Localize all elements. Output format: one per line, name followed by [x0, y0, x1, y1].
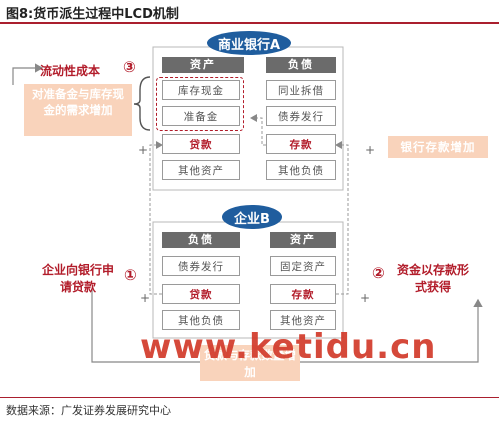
bank-asset-other: 其他资产: [162, 160, 240, 180]
title-rule: [0, 22, 499, 24]
bank-assets-header: 资产: [162, 57, 244, 73]
bank-title: 商业银行A: [217, 37, 281, 53]
svg-text:+: +: [140, 291, 150, 305]
svg-text:+: +: [138, 143, 148, 157]
firm-liability-bonds: 债券发行: [162, 256, 240, 276]
liquidity-cost-label: 流动性成本: [40, 64, 101, 78]
watermark: www.ketidu.cn: [140, 327, 437, 367]
bank-asset-loans: 贷款: [162, 134, 240, 154]
bank-asset-cash: 库存现金: [162, 80, 240, 100]
firm-title: 企业B: [234, 211, 270, 227]
step-1-marker: ①: [124, 266, 137, 284]
loan-request-label: 企业向银行申请贷款: [42, 263, 115, 294]
svg-text:+: +: [360, 291, 370, 305]
figure-title: 图8:货币派生过程中LCD机制: [6, 7, 179, 22]
bank-deposit-increase-box: 银行存款增加: [388, 136, 488, 158]
svg-text:+: +: [365, 143, 375, 157]
footer-rule: [0, 397, 499, 398]
firm-liability-other: 其他负债: [162, 310, 240, 330]
firm-asset-fixed: 固定资产: [270, 256, 336, 276]
firm-asset-other: 其他资产: [270, 310, 336, 330]
firm-assets-header: 资产: [270, 232, 336, 248]
bank-liability-other: 其他负债: [266, 160, 336, 180]
firm-asset-deposits: 存款: [270, 284, 336, 304]
bank-liabilities-header: 负债: [266, 57, 336, 73]
funds-as-deposit-label: 资金以存款形式获得: [396, 263, 469, 294]
firm-liabilities-header: 负债: [162, 232, 240, 248]
bank-asset-reserve: 准备金: [162, 106, 240, 126]
step-3-marker: ③: [123, 58, 136, 76]
credit-increase-box: 贷款与存款数量增加: [200, 345, 300, 381]
firm-liability-loans: 贷款: [162, 284, 240, 304]
reserve-demand-box: 对准备金与库存现金的需求增加: [24, 84, 132, 136]
source-note: 数据来源：广发证券发展研究中心: [6, 404, 171, 417]
bank-title-oval: 商业银行A: [207, 31, 291, 55]
bank-liability-interbank: 同业拆借: [266, 80, 336, 100]
bank-liability-deposits: 存款: [266, 134, 336, 154]
firm-title-oval: 企业B: [222, 205, 282, 229]
reserve-highlight-box: [156, 77, 244, 131]
step-2-marker: ②: [372, 264, 385, 282]
bank-liability-bonds: 债券发行: [266, 106, 336, 126]
